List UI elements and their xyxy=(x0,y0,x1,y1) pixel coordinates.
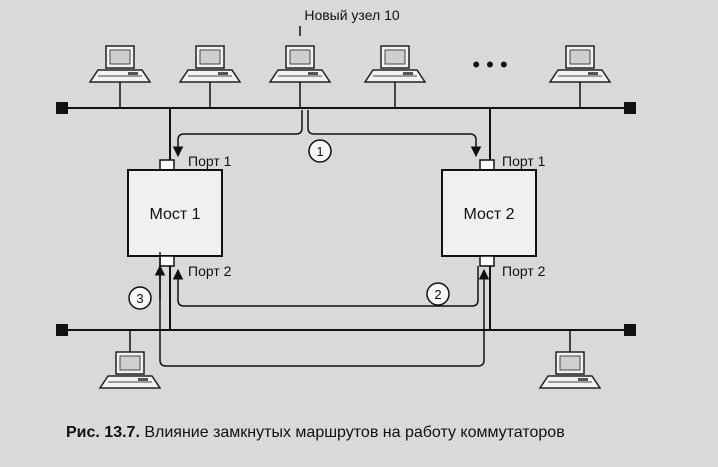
segment-terminator-icon xyxy=(56,324,68,336)
figure-caption-text: Влияние замкнутых маршрутов на работу ко… xyxy=(144,424,565,441)
path-marker-1-label: 1 xyxy=(316,144,323,159)
frame-path-1-left xyxy=(172,110,303,158)
segment-terminator-icon xyxy=(624,102,636,114)
new-node-label: Новый узел 10 xyxy=(304,7,400,23)
figure-number: Рис. 13.7. xyxy=(66,424,140,441)
frame-path-1-right xyxy=(307,110,482,158)
bridge-2-port-top: Порт 1 xyxy=(502,153,546,169)
computer-icon xyxy=(89,45,151,108)
more-computers-ellipsis: • • • xyxy=(472,52,507,77)
path-marker-2 xyxy=(426,282,450,306)
bridge-2-name: Мост 2 xyxy=(463,206,514,223)
path-marker-2-label: 2 xyxy=(434,287,441,302)
path-marker-3-label: 3 xyxy=(136,291,143,306)
computer-icon xyxy=(179,45,241,108)
path-marker-1 xyxy=(308,139,332,163)
bridge-2-port-bottom: Порт 2 xyxy=(502,263,546,279)
segment-terminator-icon xyxy=(56,102,68,114)
bridge-icon xyxy=(441,169,537,257)
bridge-1: Мост 1 Порт 1 Порт 2 xyxy=(127,108,232,330)
figure-caption: Рис. 13.7. Влияние замкнутых маршрутов н… xyxy=(66,424,565,442)
computer-icon xyxy=(364,45,426,108)
segment-terminator-icon xyxy=(624,324,636,336)
frame-path-2 xyxy=(172,266,479,307)
bridge-1-port-bottom: Порт 2 xyxy=(188,263,232,279)
computer-icon xyxy=(539,330,601,389)
computer-icon xyxy=(99,330,161,389)
path-marker-3 xyxy=(128,286,152,310)
bridge-1-port-top: Порт 1 xyxy=(188,153,232,169)
bridge-icon xyxy=(127,169,223,257)
computer-icon xyxy=(549,45,611,108)
bridge-1-name: Мост 1 xyxy=(149,206,200,223)
frame-path-3 xyxy=(159,252,490,367)
computer-icon xyxy=(269,45,331,108)
bridge-2: Мост 2 Порт 1 Порт 2 xyxy=(441,108,546,330)
